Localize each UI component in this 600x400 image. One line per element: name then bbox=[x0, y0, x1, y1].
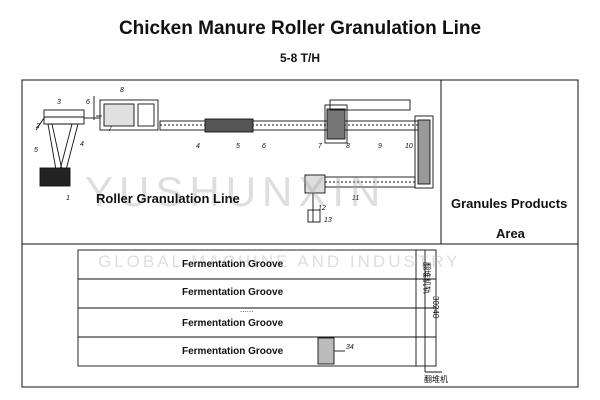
equipment-number: 7 bbox=[108, 126, 113, 133]
equipment-number: 5 bbox=[34, 147, 38, 154]
groove-frame bbox=[77, 249, 442, 373]
conveyor-main bbox=[159, 99, 434, 189]
products-area-label: Area bbox=[496, 226, 525, 241]
granules-products-label: Granules Products bbox=[451, 196, 568, 211]
fermentation-groove-label: Fermentation Groove bbox=[182, 346, 284, 357]
mixer-unit bbox=[93, 96, 159, 131]
equipment-number: 3 bbox=[57, 99, 61, 106]
brand-watermark: YUSHUNXIN bbox=[85, 168, 387, 215]
fermentation-groove-label: Fermentation Groove bbox=[182, 287, 284, 298]
equipment-number: 2 bbox=[35, 123, 40, 130]
equipment-number: 1 bbox=[66, 195, 70, 202]
tagline-watermark: GLOBAL MACHINE AND INDUSTRY bbox=[98, 252, 461, 271]
equipment-number: 10 bbox=[405, 143, 413, 150]
outer-frame bbox=[21, 79, 579, 388]
roller-granulation-line-label: Roller Granulation Line bbox=[96, 191, 240, 206]
equipment-number: 34 bbox=[346, 344, 354, 351]
equipment-number: 8 bbox=[346, 143, 350, 150]
diagram-title: Chicken Manure Roller Granulation Line bbox=[118, 18, 482, 39]
dimension-label: 30240 bbox=[431, 296, 440, 319]
equipment-number: 9 bbox=[378, 143, 382, 150]
equipment-number: 4 bbox=[196, 143, 200, 150]
equipment-number: 7 bbox=[318, 143, 323, 150]
conveyor-return bbox=[304, 174, 416, 223]
equipment-number: 11 bbox=[352, 195, 359, 202]
capacity-subtitle: 5-8 T/H bbox=[279, 51, 320, 65]
track-note: 翻堆机轨 bbox=[422, 262, 431, 294]
equipment-number: 12 bbox=[318, 205, 326, 212]
equipment-number: 6 bbox=[262, 143, 266, 150]
turner-note: 翻堆机 bbox=[424, 375, 448, 384]
groove-ellipsis: ...... bbox=[240, 305, 254, 314]
fermentation-groove-label: Fermentation Groove bbox=[182, 259, 284, 270]
equipment-number: 5 bbox=[236, 143, 240, 150]
feeding-equipment bbox=[35, 109, 100, 187]
equipment-number: 4 bbox=[80, 141, 84, 148]
equipment-number-labels: 1 2 3 4 5 6 7 8 4 5 6 7 8 9 10 11 12 13 … bbox=[34, 87, 413, 351]
fermentation-groove-label: Fermentation Groove bbox=[182, 318, 284, 329]
equipment-number: 6 bbox=[86, 99, 90, 106]
equipment-number: 8 bbox=[120, 87, 124, 94]
equipment-number: 13 bbox=[324, 217, 332, 224]
